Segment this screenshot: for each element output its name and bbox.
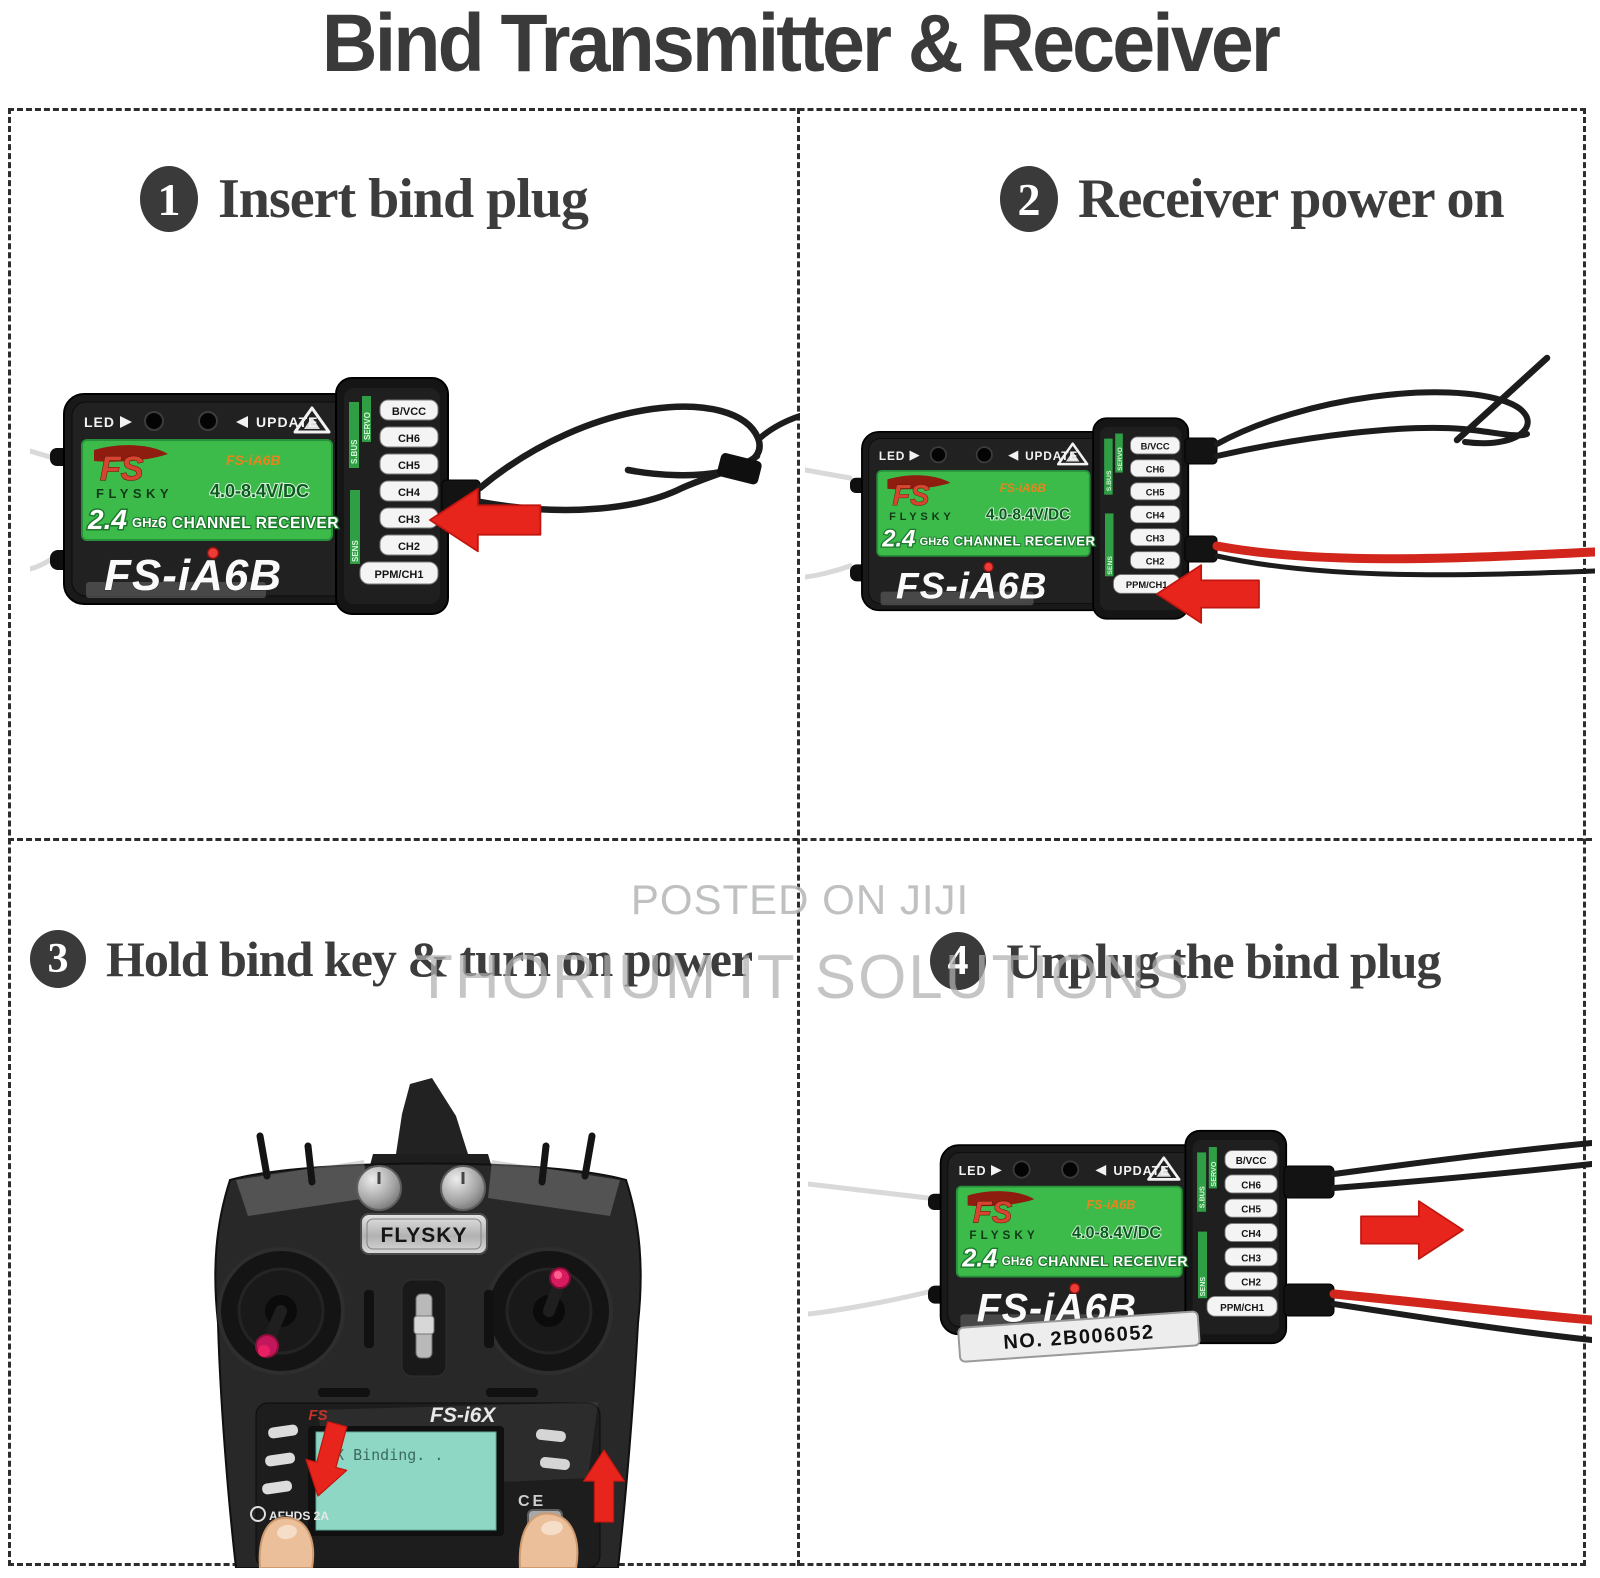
power-wire-black [1214,553,1595,578]
receiver-photo [926,1129,1288,1345]
finger-right [518,1512,579,1568]
step2-header: 2 Receiver power on [1000,166,1505,232]
step1-label: Insert bind plug [218,168,589,230]
rotary-knob [356,1165,402,1211]
trim-slider [364,1290,374,1348]
fs-logo: FS [308,1407,327,1424]
fingernail-left [277,1524,297,1540]
bind-plug-connector [717,453,762,485]
step1-badge: 1 [140,166,198,232]
page-title: Bind Transmitter & Receiver [321,0,1281,89]
trim-slider [484,1290,494,1348]
wrap-highlight [488,1160,620,1216]
finger-left [258,1516,315,1568]
antenna-wire [805,563,853,580]
side-button [539,1456,570,1471]
brand-label: FLYSKY [381,1224,468,1247]
bind-plug [1184,437,1218,465]
bind-plug-wire [1214,424,1530,459]
power-plug [1283,1283,1335,1317]
ce-mark: CE [518,1493,546,1510]
center-switch-knob [413,1315,435,1335]
step2-label: Receiver power on [1078,168,1505,230]
panel-divider-horizontal [8,838,1592,841]
step3-photo: FLYSKY FS FS-i6X RX Binding. . AFHDS 2A [214,1078,642,1568]
trim-slider-horizontal [318,1388,370,1397]
step4-header: 4 Unplug the bind plug [930,932,1441,990]
power-wire-black [1331,1301,1592,1343]
antenna-wire [808,1289,931,1317]
stick-knob-right-tip [554,1271,562,1279]
power-wire-red [1212,541,1595,564]
watermark-posted-on-jiji: POSTED ON JIJI [630,876,970,923]
side-button [262,1480,293,1495]
bind-plug-wire [1331,1140,1592,1177]
step1-header: 1 Insert bind plug [140,166,589,232]
bind-plug-wire [1331,1161,1592,1191]
watermark-thorium-it-solutions: THORIUM IT SOLUTIONS [415,943,1192,1012]
step3-header: 3 Hold bind key & turn on power [30,930,753,988]
step1-photo [30,376,800,616]
step3-label: Hold bind key & turn on power [106,931,753,987]
side-button [535,1428,566,1443]
toggle-switch [581,1132,596,1180]
step2-badge: 2 [1000,166,1058,232]
wrap-highlight [236,1160,368,1216]
bind-plug-removed [1283,1165,1335,1199]
brand-plate-border [366,1218,482,1250]
antenna-mount [396,1078,468,1154]
trim-slider-horizontal [486,1388,538,1397]
step4-badge: 4 [930,932,986,990]
afhds-icon [250,1506,266,1522]
panel-divider-vertical [797,108,800,1566]
lcd-screen [315,1431,497,1531]
side-button [265,1452,296,1467]
antenna-wire [805,467,853,481]
step3-badge: 3 [30,930,86,988]
brand-plate [360,1213,488,1255]
lcd-text: RX Binding. . [326,1446,443,1464]
receiver-photo [48,376,450,616]
serial-sticker: NO. 2B006052 [957,1310,1201,1363]
side-button [268,1424,299,1439]
step4-label: Unplug the bind plug [1006,933,1441,989]
antenna-wire [808,1181,931,1201]
toggle-switch [304,1142,316,1186]
step4-photo: NO. 2B006052 [808,1129,1592,1363]
bind-plug-wire [476,452,761,514]
toggle-switch [538,1142,550,1186]
bind-plug-wire [476,403,763,492]
rotary-knob [440,1165,486,1211]
red-arrow-right [1360,1200,1464,1260]
power-plug [1184,535,1218,563]
antenna-wire [30,448,53,460]
toggle-switch [256,1132,271,1180]
power-wire-red [1329,1289,1592,1325]
step2-photo [805,354,1595,624]
bind-plug-wire [757,413,800,441]
model-label: FS-i6X [430,1404,497,1427]
antenna-wire [30,557,53,572]
antenna-tip-wire [1453,354,1551,444]
fingernail-right [541,1520,563,1536]
stick-knob-left-tip [258,1345,270,1357]
receiver-photo [848,416,1190,621]
